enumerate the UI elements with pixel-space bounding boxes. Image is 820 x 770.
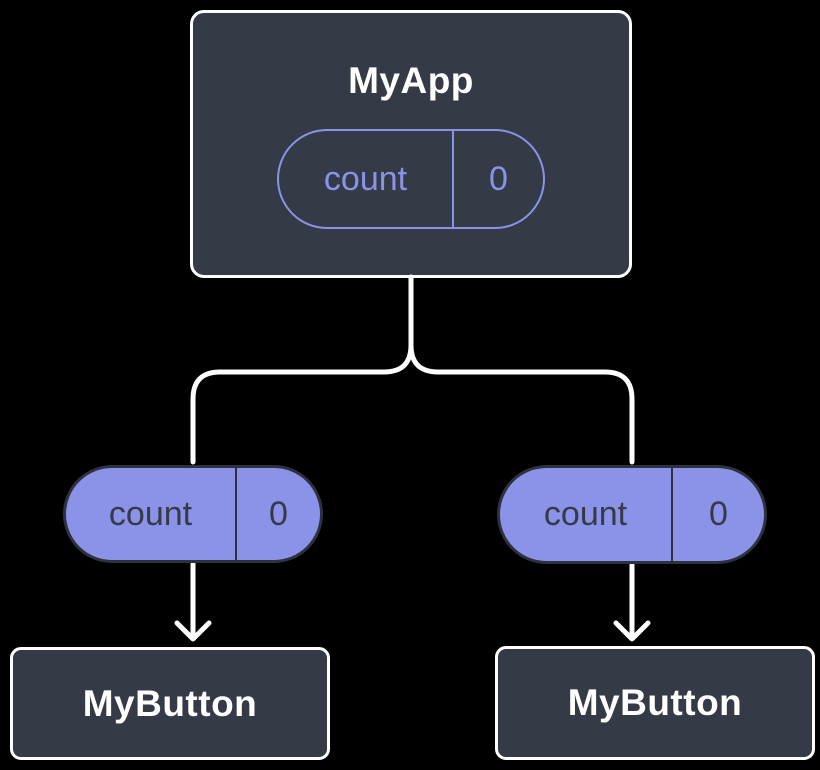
mybutton-node-left: MyButton [10, 647, 330, 760]
state-pill: count 0 [277, 129, 545, 229]
mybutton-node-right-title: MyButton [567, 682, 743, 723]
prop-pill-left-value: 0 [269, 494, 288, 533]
prop-pill-left: count 0 [63, 465, 323, 563]
state-pill-value: 0 [489, 159, 508, 198]
mybutton-node-left-title: MyButton [82, 682, 258, 724]
mybutton-node-right: MyButton [495, 646, 815, 760]
arrow-down-icon-right [613, 620, 651, 642]
prop-pill-right-value: 0 [709, 495, 728, 533]
prop-pill-left-name: count [66, 468, 237, 560]
tree-connector-right-branch [408, 342, 635, 465]
prop-pill-right-name: count [500, 468, 673, 561]
tree-connector-left-branch [190, 274, 414, 465]
myapp-node: MyApp count 0 [190, 10, 632, 278]
prop-pill-right: count 0 [497, 465, 767, 564]
state-pill-name: count [279, 131, 454, 227]
arrow-down-icon-left [174, 620, 212, 642]
myapp-node-title: MyApp [348, 60, 474, 101]
